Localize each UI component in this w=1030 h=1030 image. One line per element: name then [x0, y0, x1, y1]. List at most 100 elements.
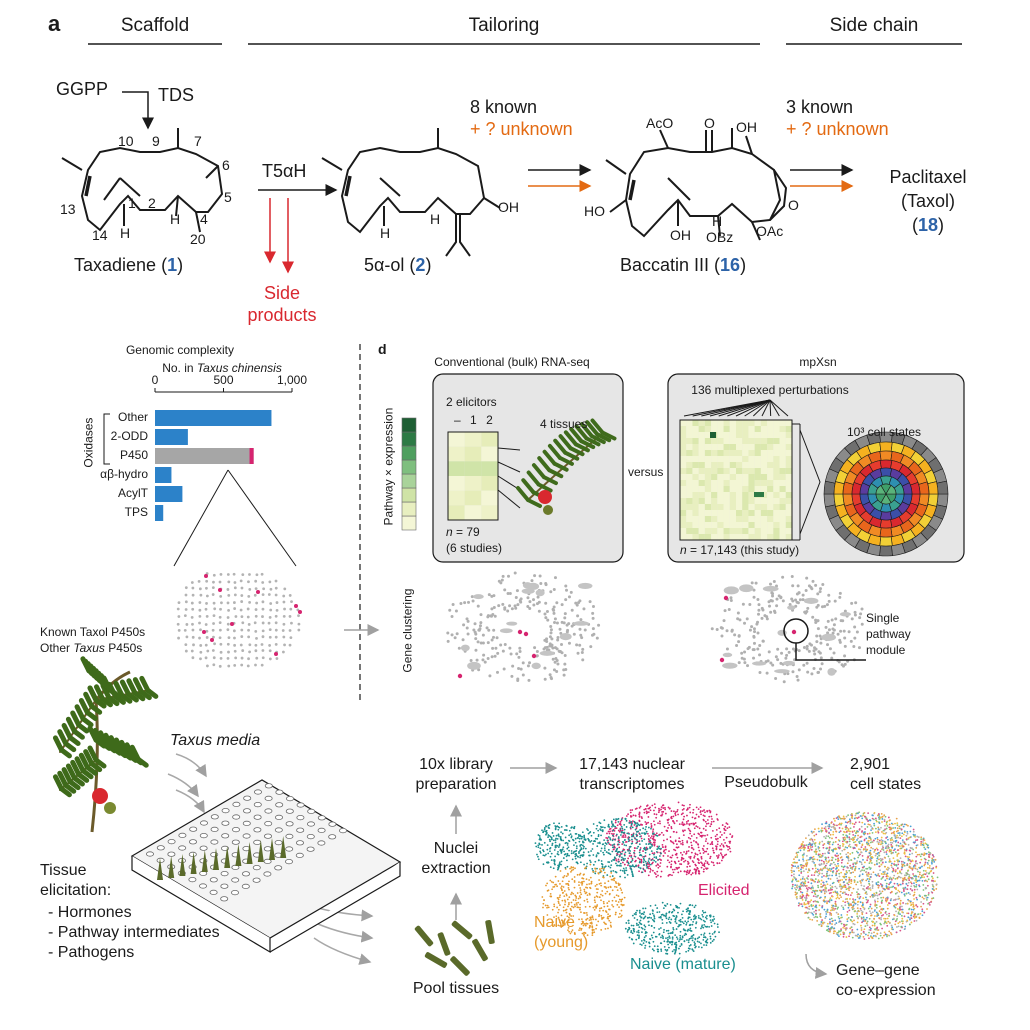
- item-hormones: - Hormones: [48, 904, 132, 921]
- known-p450-dot: [210, 638, 214, 642]
- ho-label: HO: [584, 203, 605, 219]
- taxus-media-label: Taxus media: [170, 732, 261, 749]
- header-tailoring: Tailoring: [468, 15, 540, 36]
- known-p450-dot: [230, 622, 234, 626]
- atom-1: 1: [128, 195, 136, 211]
- known-3: 3 known: [786, 97, 854, 117]
- atom-2: 2: [148, 195, 156, 211]
- side-products-2: products: [247, 305, 317, 325]
- gene-clustering-label: Gene clustering: [400, 588, 415, 673]
- complexity-title: Genomic complexity: [125, 343, 235, 357]
- h-label-2: H: [170, 211, 181, 227]
- atom-14: 14: [92, 227, 108, 243]
- pool-label: Pool tissues: [412, 980, 500, 997]
- coexpression-arrow: [805, 953, 828, 979]
- module-circle: [783, 618, 809, 644]
- mpx-gene-network: [710, 575, 864, 684]
- oxetane-o-label: O: [788, 197, 799, 213]
- h-label-1: H: [120, 225, 131, 241]
- versus-label: versus: [628, 465, 664, 479]
- module-gene: [531, 653, 537, 659]
- h-label-4: H: [430, 211, 441, 227]
- module-gene: [523, 631, 529, 637]
- item-pathogens: - Pathogens: [48, 944, 135, 961]
- known-p450-dot: [298, 610, 302, 614]
- oh-label-2: OH: [736, 119, 757, 135]
- state-fan: [792, 423, 821, 541]
- paclitaxel-1: Paclitaxel: [889, 167, 967, 187]
- panel-letter-a: a: [48, 11, 61, 36]
- bar-p450-known: [249, 448, 254, 464]
- module-2: pathway: [866, 627, 911, 641]
- n-bulk: n = 79: [446, 525, 480, 539]
- transcriptomes-1: 17,143 nuclear: [579, 756, 685, 773]
- atom-4: 4: [200, 211, 208, 227]
- paclitaxel-2: (Taxol): [900, 191, 956, 211]
- oxidase-bracket: [103, 413, 110, 465]
- atom-13: 13: [60, 201, 76, 217]
- naive-mature-label: Naive (mature): [630, 956, 736, 973]
- bar-acylt: [155, 486, 183, 502]
- mpx-heatmap: [679, 419, 793, 541]
- naive-young-2: (young): [534, 934, 589, 951]
- bar-chart: [154, 388, 293, 521]
- module-3: module: [866, 643, 906, 657]
- oac-label: OAc: [756, 223, 784, 239]
- cell-state-rings: [823, 431, 949, 557]
- compound-taxadiene: Taxadiene (1): [74, 255, 184, 275]
- bar-label-5: TPS: [124, 505, 148, 519]
- ketone-o-label: O: [704, 115, 715, 131]
- panel-letter-d: d: [378, 341, 387, 357]
- known-p450-dot: [256, 590, 260, 594]
- bulk-heatmap: [447, 431, 499, 521]
- taxus-branch: [52, 656, 159, 833]
- tds-label: TDS: [158, 85, 194, 105]
- cell-states-2: cell states: [850, 776, 922, 793]
- known-p450-dot: [204, 574, 208, 578]
- x-tick-label-1: 500: [213, 373, 234, 387]
- transcriptomes-2: transcriptomes: [579, 776, 685, 793]
- atom-20: 20: [190, 231, 206, 247]
- cell-states-label: 10³ cell states: [846, 425, 922, 439]
- coexpression-2: co-expression: [836, 982, 936, 999]
- tissue-leader-lines: [497, 447, 521, 509]
- obz-label: OBz: [706, 229, 734, 245]
- t5ah-label: T5αH: [262, 161, 307, 181]
- nuclear-umap: [534, 801, 734, 955]
- module-leader: [795, 643, 866, 661]
- h-label-5: H: [712, 213, 723, 229]
- unknown-1: + ? unknown: [470, 119, 573, 139]
- funnel-left: [173, 469, 229, 567]
- studies-label: (6 studies): [446, 541, 503, 555]
- oh-label-1: OH: [498, 199, 519, 215]
- 5a-ol-structure: [321, 128, 501, 257]
- x-tick-label-2: 1,000: [276, 373, 308, 387]
- complexity-subtitle: No. in Taxus chinensis: [162, 361, 282, 375]
- perturbation-fan: [683, 399, 789, 417]
- ggpp-label: GGPP: [56, 79, 109, 99]
- atom-7: 7: [194, 133, 202, 149]
- atom-5: 5: [224, 189, 232, 205]
- p450-dot-cloud: [176, 572, 302, 668]
- elicited-label: Elicited: [698, 882, 750, 899]
- naive-young-1: Naive: [534, 914, 575, 931]
- known-p450-dot: [274, 652, 278, 656]
- oxidases-label: Oxidases: [81, 417, 96, 468]
- atom-9: 9: [152, 133, 160, 149]
- nuclei-1: Nuclei: [433, 840, 479, 857]
- side-products-1: Side: [263, 283, 301, 303]
- module-1: Single: [866, 611, 900, 625]
- oh-label-3: OH: [670, 227, 691, 243]
- elicitation-1: Tissue: [40, 862, 87, 879]
- atom-6: 6: [222, 157, 230, 173]
- pseudobulk-label: Pseudobulk: [724, 774, 808, 791]
- legend-known: Known Taxol P450s: [40, 625, 146, 639]
- mpx-title: mpXsn: [799, 355, 837, 369]
- pooled-tissues: [414, 919, 495, 976]
- funnel-right: [227, 469, 297, 567]
- taxadiene-structure: [61, 128, 224, 233]
- library-2: preparation: [415, 776, 497, 793]
- n-mpx: n = 17,143 (this study): [680, 543, 800, 557]
